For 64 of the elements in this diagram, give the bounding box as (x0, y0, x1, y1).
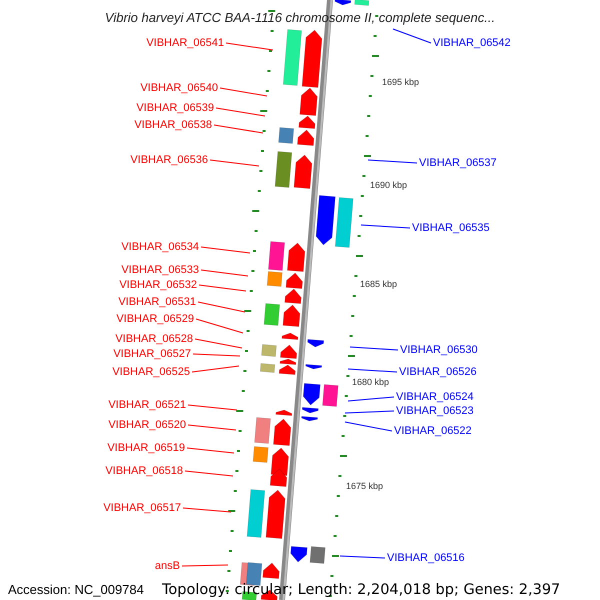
leader-line (220, 88, 268, 96)
leader-line (200, 246, 250, 254)
leader-line (182, 564, 228, 566)
gene-label: VIBHAR_06533 (121, 262, 199, 278)
leader-line (348, 368, 398, 372)
gene-label: VIBHAR_06534 (121, 239, 199, 255)
leader-line (350, 346, 398, 350)
gene-label: VIBHAR_06538 (134, 117, 212, 133)
gene-label: VIBHAR_06524 (396, 389, 474, 405)
leader-line (368, 160, 418, 164)
gene-label: VIBHAR_06523 (396, 403, 474, 419)
leader-line (186, 448, 234, 454)
leader-line (214, 124, 264, 134)
leader-line (196, 318, 244, 334)
gene-label: VIBHAR_06539 (136, 100, 214, 116)
gene-label: VIBHAR_06530 (400, 342, 478, 358)
leader-line (192, 354, 240, 356)
accession-text: Accession: NC_009784 (8, 582, 144, 597)
gene-label: VIBHAR_06519 (107, 440, 185, 456)
gene-label: VIBHAR_06516 (387, 550, 465, 566)
scale-label: 1695 kbp (382, 76, 420, 88)
scale-label: 1685 kbp (360, 278, 398, 290)
gene-label: VIBHAR_06521 (108, 397, 186, 413)
leader-line (192, 366, 240, 372)
gene-label: ansB (154, 558, 180, 574)
leader-line (198, 302, 246, 312)
leader-line (198, 284, 246, 292)
leader-line (200, 270, 248, 276)
title: Vibrio harveyi ATCC BAA-1116 chromosome II, complete sequenc... (104, 9, 496, 27)
leader-line (392, 28, 432, 44)
gene-label: VIBHAR_06520 (108, 417, 186, 433)
gene-label: VIBHAR_06535 (412, 220, 490, 236)
leader-line (194, 338, 242, 348)
leader-line (348, 396, 394, 402)
leader-line (182, 508, 232, 512)
gene-label: VIBHAR_06526 (399, 364, 477, 380)
gene-label: VIBHAR_06525 (112, 364, 190, 380)
gene-label: VIBHAR_06517 (103, 500, 181, 516)
scale-label: 1680 kbp (352, 376, 390, 388)
scale-label: 1690 kbp (370, 179, 408, 191)
gene-label: VIBHAR_06518 (105, 463, 183, 479)
gene-label: VIBHAR_06527 (113, 346, 191, 362)
gene-label: VIBHAR_06542 (433, 35, 511, 51)
leader-line (216, 108, 266, 116)
gene-label: VIBHAR_06536 (130, 152, 208, 168)
leader-line (226, 42, 274, 50)
leader-line (344, 422, 392, 432)
gene-label: VIBHAR_06531 (118, 294, 196, 310)
leader-line (340, 556, 386, 558)
topology-text: Topology: circular; Length: 2,204,018 bp; Genes: 2,397 (162, 583, 560, 598)
leader-line (210, 160, 260, 166)
gene-label: VIBHAR_06537 (419, 155, 497, 171)
leader-line (188, 424, 236, 430)
leader-line (188, 404, 238, 410)
gene-label: VIBHAR_06522 (394, 423, 472, 439)
leader-line (184, 470, 234, 476)
gene-label: VIBHAR_06541 (146, 35, 224, 51)
leader-line (344, 410, 394, 414)
leader-line (360, 224, 410, 228)
gene-label: VIBHAR_06540 (140, 80, 218, 96)
scale-label: 1675 kbp (346, 480, 384, 492)
gene-label: VIBHAR_06532 (119, 277, 197, 293)
gene-label: VIBHAR_06528 (115, 331, 193, 347)
gene-label: VIBHAR_06529 (116, 311, 194, 327)
